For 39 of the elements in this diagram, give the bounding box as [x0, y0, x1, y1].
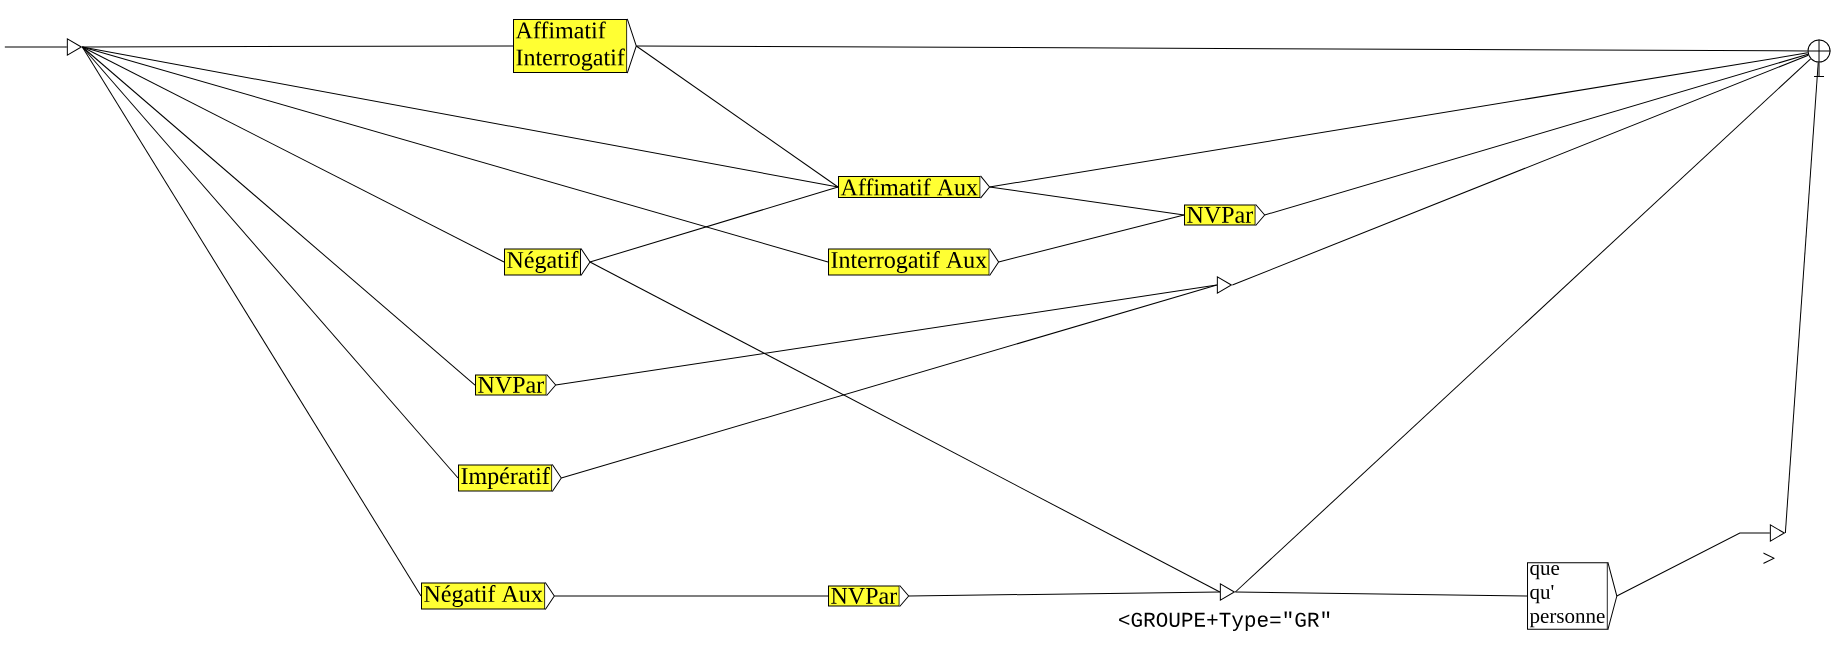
box: Affimatif Interrogatif	[513, 18, 637, 74]
transition-line	[81, 46, 422, 597]
transition-line	[1784, 61, 1819, 534]
box: Interrogatif Aux	[828, 247, 1000, 277]
state-label: >	[1763, 552, 1775, 565]
box: Impératif	[458, 464, 562, 492]
box: Négatif	[504, 247, 591, 277]
box: NVPar	[828, 584, 910, 608]
state-label: <GROUPE+Type="GR"	[1119, 611, 1330, 632]
transition-line	[1264, 53, 1809, 216]
transition-line	[998, 214, 1185, 263]
transition-line	[635, 45, 1808, 52]
transition-line	[553, 595, 829, 597]
transition-line	[1231, 54, 1809, 286]
triangle-state	[66, 38, 82, 56]
final-state	[1807, 39, 1831, 77]
triangle-state	[1216, 276, 1232, 294]
box: Affimatif Aux	[838, 175, 991, 199]
box: que qu' personne	[1527, 561, 1618, 631]
transition-line	[989, 186, 1185, 216]
transition-line	[81, 45, 514, 48]
transition-line	[560, 284, 1218, 479]
box: NVPar	[1184, 203, 1266, 227]
transition-line	[908, 591, 1221, 597]
transition-line	[635, 45, 839, 188]
transition-line	[1234, 591, 1528, 597]
transition-line	[81, 46, 829, 263]
transition-line	[81, 46, 459, 479]
transition-line	[1616, 532, 1771, 597]
box: NVPar	[475, 373, 557, 397]
transition-line	[1234, 58, 1812, 593]
transition-line	[589, 186, 839, 263]
transition-line	[989, 52, 1809, 188]
triangle-state	[1219, 583, 1235, 601]
box: Négatif Aux	[421, 581, 555, 611]
triangle-state	[1769, 524, 1785, 542]
transition-line	[4, 46, 68, 48]
transition-line	[81, 46, 476, 386]
transition-line	[589, 261, 1221, 593]
